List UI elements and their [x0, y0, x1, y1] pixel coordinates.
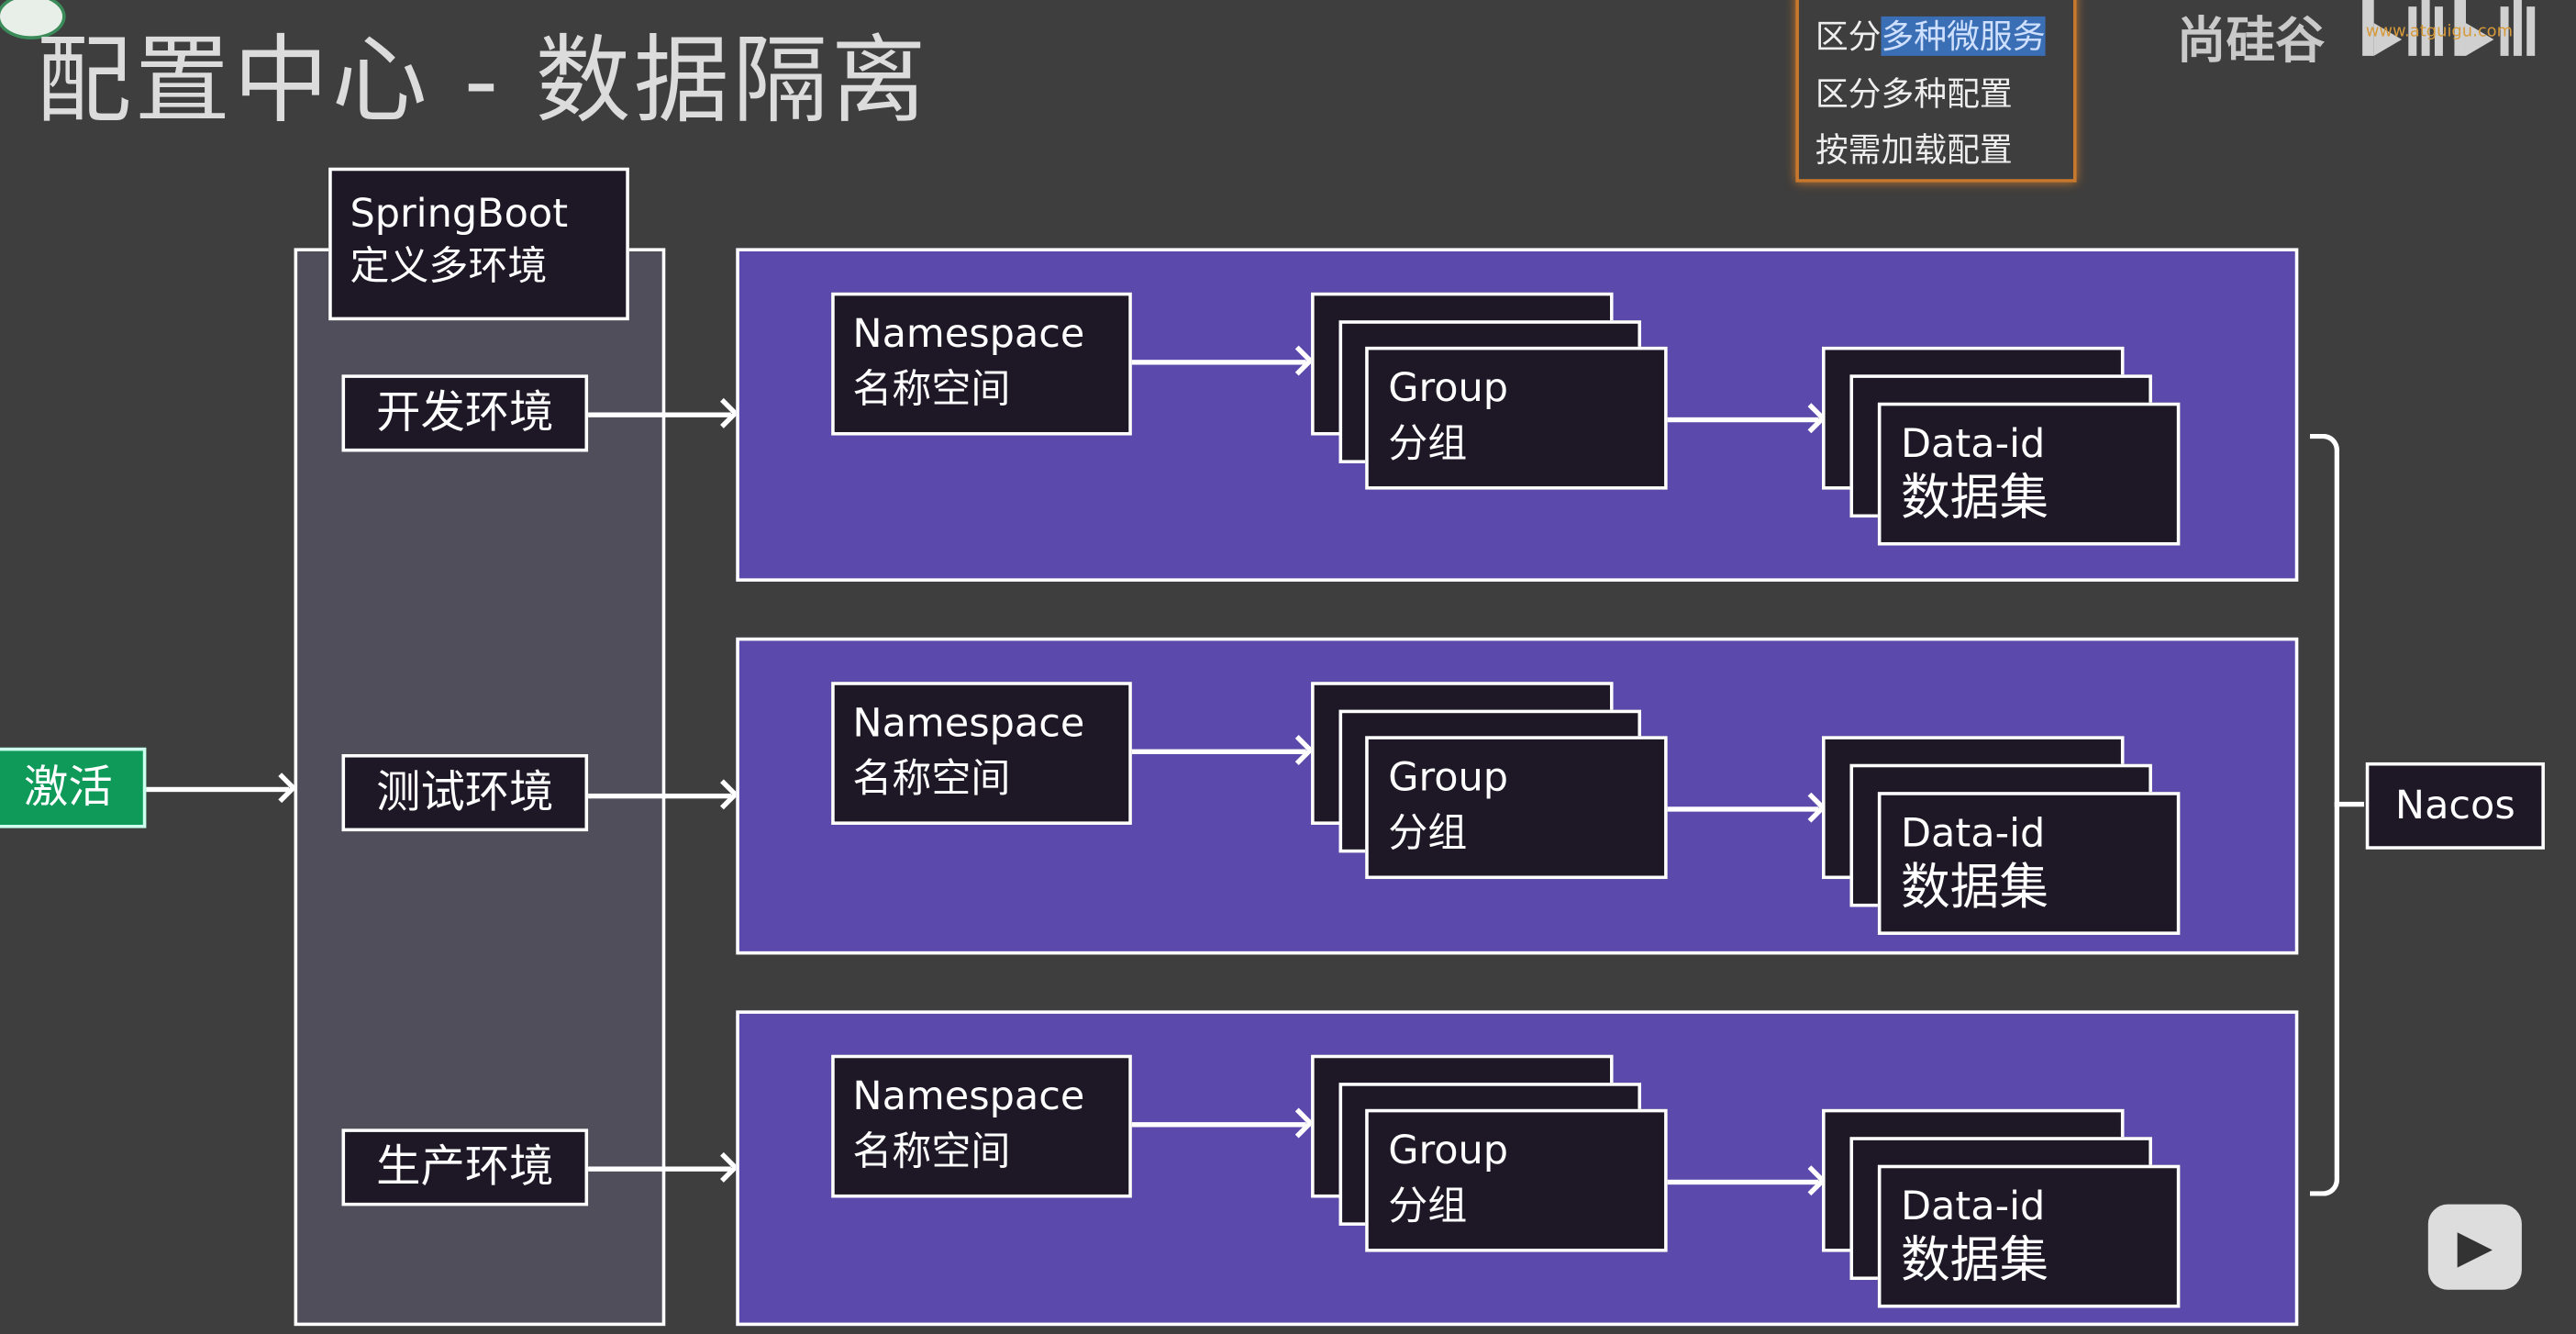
arrow-icon	[1131, 749, 1306, 754]
namespace-en: Namespace	[852, 310, 1085, 357]
arrow-icon	[146, 786, 290, 793]
play-icon[interactable]: ▶	[2427, 1204, 2522, 1290]
namespace-box: Namespace 名称空间	[831, 292, 1132, 436]
arrow-icon	[588, 793, 731, 799]
note-prefix: 区分	[1815, 16, 1882, 56]
dataid-zh: 数据集	[1900, 470, 2049, 528]
note-line-2: 区分多种配置	[1815, 73, 2013, 114]
namespace-box: Namespace 名称空间	[831, 1054, 1132, 1198]
env-test: 测试环境	[341, 753, 589, 832]
note-line-1: 区分多种微服务	[1815, 10, 2046, 58]
env-prod: 生产环境	[341, 1128, 589, 1206]
group-box: Group 分组	[1365, 1108, 1668, 1252]
springboot-title: SpringBoot	[350, 190, 569, 237]
note-highlight: 多种微服务	[1881, 16, 2046, 56]
channel-logo-icon	[0, 0, 66, 39]
page-title: 配置中心 - 数据隔离	[36, 24, 930, 137]
group-zh: 分组	[1388, 809, 1468, 857]
namespace-zh: 名称空间	[852, 1128, 1011, 1175]
arrow-icon	[588, 1166, 731, 1172]
env-dev: 开发环境	[341, 374, 589, 452]
group-box: Group 分组	[1365, 346, 1668, 490]
namespace-box: Namespace 名称空间	[831, 682, 1132, 825]
namespace-zh: 名称空间	[852, 755, 1011, 802]
brand-name: 尚硅谷	[2176, 13, 2325, 72]
bilibili-logo-icon	[2362, 0, 2536, 56]
namespace-en: Namespace	[852, 1073, 1085, 1119]
arrow-icon	[588, 412, 731, 417]
dataid-zh: 数据集	[1900, 1232, 2049, 1290]
group-box: Group 分组	[1365, 736, 1668, 880]
nacos-box: Nacos	[2365, 761, 2545, 850]
notes-box: 区分多种微服务 区分多种配置 按需加载配置	[1795, 0, 2077, 183]
group-en: Group	[1388, 364, 1509, 411]
springboot-subtitle: 定义多环境	[350, 243, 548, 290]
activate-box: 激活	[0, 747, 147, 828]
group-en: Group	[1388, 1127, 1509, 1173]
group-zh: 分组	[1388, 1183, 1468, 1229]
arrow-icon	[1131, 360, 1306, 365]
brand-url: www.atguigu.com	[2365, 23, 2514, 41]
namespace-en: Namespace	[852, 699, 1085, 747]
dataid-zh: 数据集	[1900, 859, 2049, 917]
arrow-icon	[1667, 417, 1819, 423]
dataid-en: Data-id	[1900, 1183, 2046, 1229]
arrow-icon	[1667, 1179, 1819, 1185]
arrow-icon	[1667, 806, 1819, 812]
brace-icon	[2309, 433, 2340, 1196]
dataid-en: Data-id	[1900, 420, 2046, 467]
group-zh: 分组	[1388, 420, 1468, 467]
namespace-zh: 名称空间	[852, 366, 1011, 413]
brace-tip	[2334, 801, 2364, 807]
group-en: Group	[1388, 753, 1509, 801]
arrow-icon	[1131, 1122, 1306, 1128]
springboot-label: SpringBoot 定义多环境	[328, 167, 629, 321]
dataid-en: Data-id	[1900, 809, 2046, 857]
note-line-3: 按需加载配置	[1815, 129, 2013, 170]
